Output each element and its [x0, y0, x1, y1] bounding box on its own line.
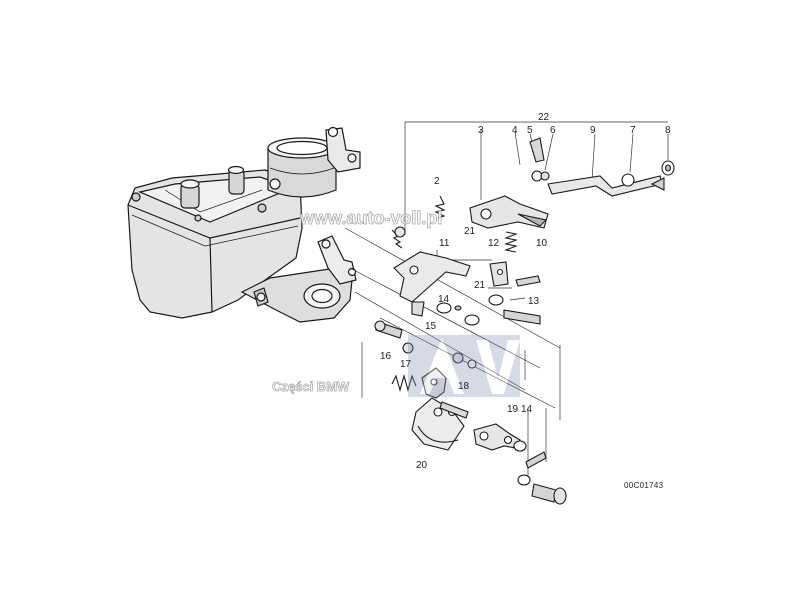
- av-logo-watermark: AV: [408, 335, 520, 397]
- callout-22: 22: [538, 112, 550, 123]
- callout-17: 17: [400, 359, 412, 370]
- callout-6: 6: [550, 125, 556, 136]
- linkage-parts-lower: [391, 367, 567, 505]
- callout-20: 20: [416, 460, 428, 471]
- callout-5: 5: [527, 125, 533, 136]
- callout-11: 11: [439, 238, 450, 249]
- callout-3: 3: [478, 125, 484, 136]
- callout-8: 8: [665, 125, 671, 136]
- brand-watermark: Części BMW: [272, 379, 350, 394]
- callout-4: 4: [512, 125, 518, 136]
- diagram-code: 00C01743: [624, 481, 664, 490]
- callout-7: 7: [630, 125, 636, 136]
- callout-labels: 22 3 4 5 6 9 7 8 2 21 11 12 10 21 14 13 …: [380, 112, 671, 471]
- callout-14-upper: 14: [438, 294, 450, 305]
- carburettor-body: [127, 126, 361, 323]
- callout-16: 16: [380, 351, 392, 362]
- callout-12: 12: [488, 238, 500, 249]
- callout-10: 10: [536, 238, 548, 249]
- callout-15: 15: [425, 321, 437, 332]
- callout-21-upper: 21: [464, 226, 476, 237]
- callout-2: 2: [434, 176, 440, 187]
- callout-18: 18: [458, 381, 470, 392]
- callout-9: 9: [590, 125, 596, 136]
- callout-14-lower: 14: [521, 404, 533, 415]
- callout-13: 13: [528, 296, 540, 307]
- leader-lines: [344, 121, 669, 480]
- linkage-parts-middle: [374, 251, 541, 369]
- linkage-parts-upper: [391, 137, 675, 253]
- callout-19: 19: [507, 404, 519, 415]
- url-watermark: www.auto-voll.pl: [299, 208, 442, 228]
- callout-21-lower: 21: [474, 280, 486, 291]
